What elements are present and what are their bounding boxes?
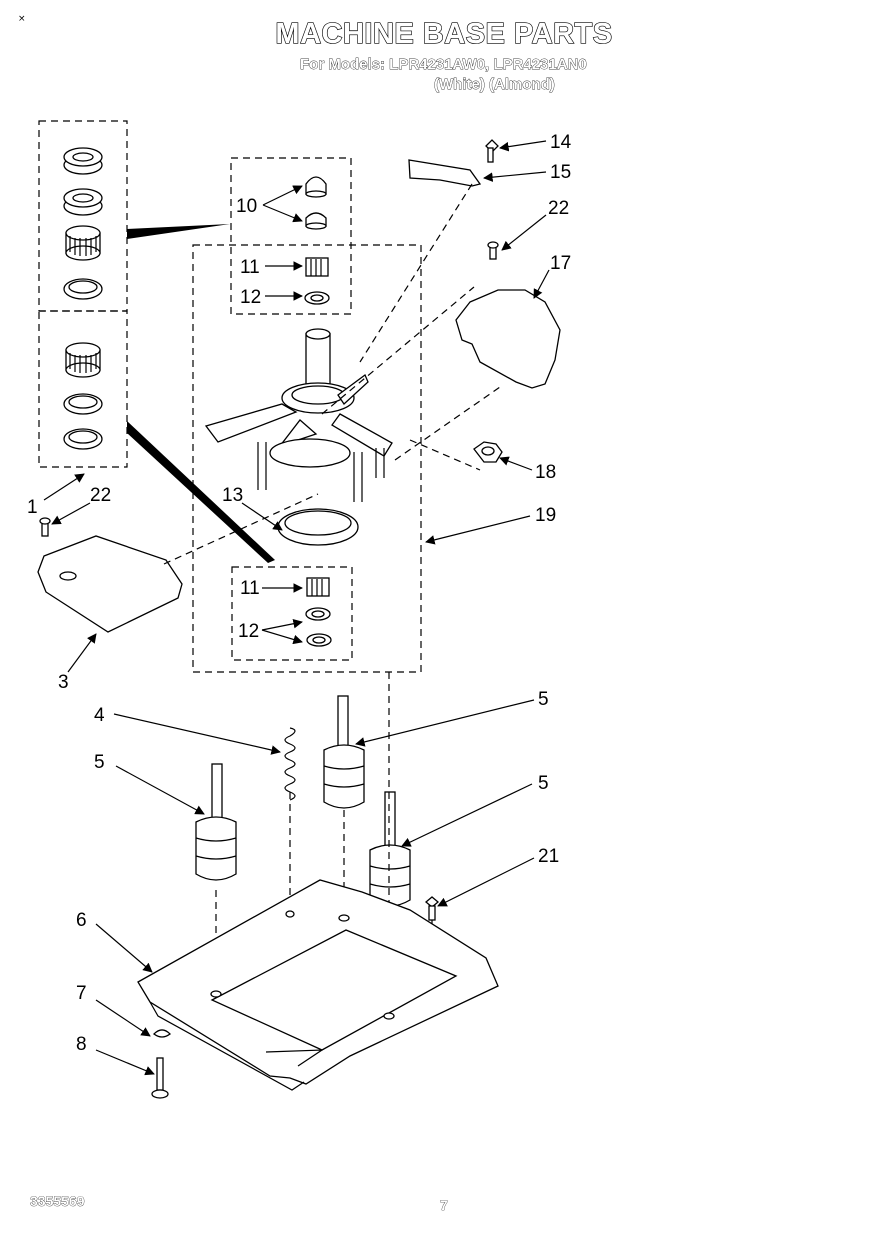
seal-ring-2 [63, 188, 103, 216]
callout-17: 17 [550, 253, 571, 274]
callout-13: 13 [222, 485, 243, 506]
callout-8: 8 [76, 1034, 87, 1055]
document-number: 3355569 [30, 1193, 85, 1210]
callout-14: 14 [550, 132, 572, 153]
bearing-group-box-bottom [231, 566, 353, 661]
strut-left [195, 763, 237, 881]
machine-base [137, 879, 499, 1091]
kit-pointer-upper [127, 224, 230, 239]
colors-line: (White) (Almond) [434, 76, 556, 94]
bearing-kit-box-lower [38, 310, 128, 468]
flat-ring-3 [63, 428, 103, 450]
callout-10: 10 [236, 196, 257, 217]
callout-22-left: 22 [90, 485, 111, 506]
models-line: For Models: LPR4231AW0, LPR4231AN0 [300, 56, 587, 74]
gear-bearing-2 [65, 342, 101, 378]
screw-21 [424, 896, 440, 921]
callout-6: 6 [76, 910, 87, 931]
leader-lines [43, 140, 550, 1076]
corner-mark: × [18, 14, 26, 24]
kit-pointer-lower [127, 421, 275, 563]
clip-and-bolt [151, 1029, 171, 1099]
spring [284, 727, 296, 801]
bracket-and-screw [359, 139, 499, 363]
callout-12-top: 12 [240, 287, 261, 308]
drive-ring [277, 508, 359, 546]
cover-plate [455, 241, 561, 389]
callout-1: 1 [27, 497, 38, 518]
callout-12-bottom: 12 [238, 621, 259, 642]
callout-15: 15 [550, 162, 571, 183]
callout-21: 21 [538, 846, 559, 867]
page-number: 7 [440, 1197, 448, 1214]
callout-18: 18 [535, 462, 556, 483]
callout-11-top: 11 [240, 257, 260, 278]
hex-nut [473, 441, 503, 463]
flat-ring-1 [63, 278, 103, 300]
callout-5-top: 5 [538, 689, 549, 710]
strut-middle [323, 695, 365, 809]
gear-bearing-1 [65, 225, 101, 261]
callout-5-left: 5 [94, 752, 105, 773]
bottom-bearing-parts [305, 577, 332, 647]
callout-11-bottom: 11 [240, 578, 260, 599]
flat-ring-2 [63, 393, 103, 415]
shield-plate [37, 493, 319, 633]
bearing-group-box-top [230, 157, 352, 315]
seal-ring-1 [63, 147, 103, 175]
bearing-kit-parts [63, 147, 103, 450]
callout-5-right: 5 [538, 773, 549, 794]
callout-4: 4 [94, 705, 105, 726]
bearing-kit-box-upper [38, 120, 128, 312]
drive-assembly [204, 286, 501, 502]
strut-right [369, 791, 411, 907]
callout-19: 19 [535, 505, 556, 526]
top-bearing-parts [304, 176, 330, 305]
callout-22-right: 22 [548, 198, 569, 219]
callout-3: 3 [58, 672, 69, 693]
page-title: MACHINE BASE PARTS [275, 17, 613, 50]
callout-7: 7 [76, 983, 87, 1004]
drive-assembly-box [192, 244, 422, 673]
